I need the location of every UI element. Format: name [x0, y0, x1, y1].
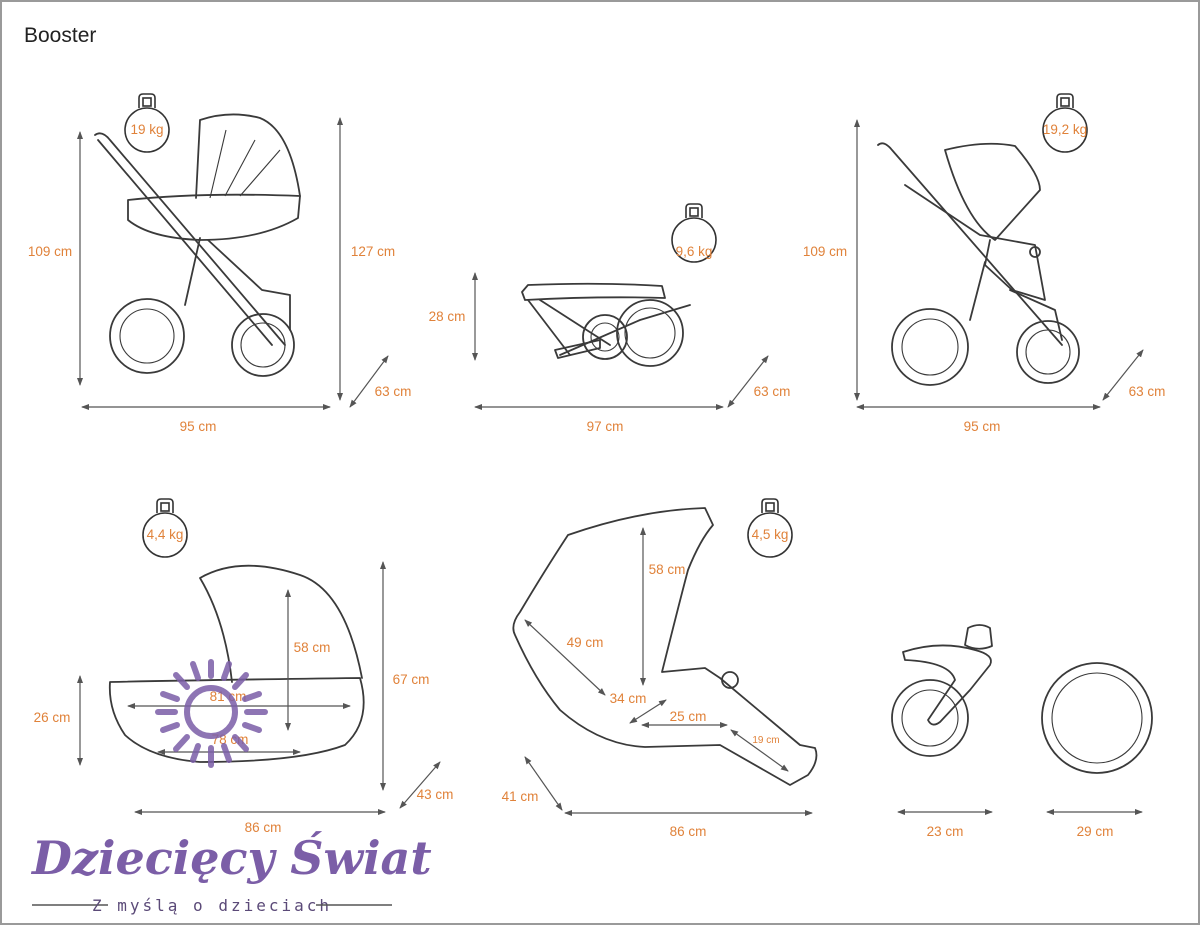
- carrycot-length: 86 cm: [245, 820, 282, 835]
- panel-carrycot: 4,4 kg 58 cm 81 cm 78 cm 26 cm 67 cm 86 …: [34, 498, 454, 835]
- watermark-tagline: Z myślą o dzieciach: [92, 896, 332, 915]
- carrycot-total-height: 67 cm: [393, 672, 430, 687]
- stroller-length: 95 cm: [964, 419, 1001, 434]
- sun-icon: [155, 659, 268, 768]
- pram-weight: 19 kg: [130, 122, 163, 137]
- stroller-width: 63 cm: [1129, 384, 1166, 399]
- seat-total-length: 86 cm: [670, 824, 707, 839]
- seat-back-diagonal: 49 cm: [567, 635, 604, 650]
- pram-length: 95 cm: [180, 419, 217, 434]
- front-wheel-size: 23 cm: [927, 824, 964, 839]
- panel-wheels: 23 cm 29 cm: [891, 624, 1153, 839]
- panel-stroller: 19,2 kg 109 cm 95 cm 63 cm: [803, 93, 1166, 434]
- panel-folded: 9,6 kg 28 cm 97 cm 63 cm: [429, 203, 791, 434]
- seat-depth: 34 cm: [610, 691, 647, 706]
- watermark-name: Dziecięcy Świat: [30, 830, 432, 885]
- page-title: Booster: [24, 24, 96, 47]
- pram-height-handle: 127 cm: [351, 244, 395, 259]
- stroller-weight: 19,2 kg: [1043, 122, 1087, 137]
- carrycot-hood: 58 cm: [294, 640, 331, 655]
- folded-length: 97 cm: [587, 419, 624, 434]
- panel-pram: 19 kg 109 cm 127 cm 95 cm 63 cm: [28, 93, 412, 434]
- folded-height: 28 cm: [429, 309, 466, 324]
- panel-seat: 4,5 kg 58 cm 49 cm 34 cm 25 cm 19 cm 41 …: [502, 498, 818, 839]
- seat-footrest: 19 cm: [752, 735, 779, 746]
- carrycot-body-height: 26 cm: [34, 710, 71, 725]
- pram-height: 109 cm: [28, 244, 72, 259]
- seat-weight: 4,5 kg: [752, 527, 789, 542]
- seat-length: 25 cm: [670, 709, 707, 724]
- stroller-height: 109 cm: [803, 244, 847, 259]
- folded-weight: 9,6 kg: [676, 244, 713, 259]
- watermark-logo: Dziecięcy Świat Z myślą o dzieciach: [30, 659, 432, 915]
- rear-wheel-size: 29 cm: [1077, 824, 1114, 839]
- folded-width: 63 cm: [754, 384, 791, 399]
- seat-width: 41 cm: [502, 789, 539, 804]
- seat-backrest: 58 cm: [649, 562, 686, 577]
- carrycot-weight: 4,4 kg: [147, 527, 184, 542]
- carrycot-width: 43 cm: [417, 787, 454, 802]
- pram-width: 63 cm: [375, 384, 412, 399]
